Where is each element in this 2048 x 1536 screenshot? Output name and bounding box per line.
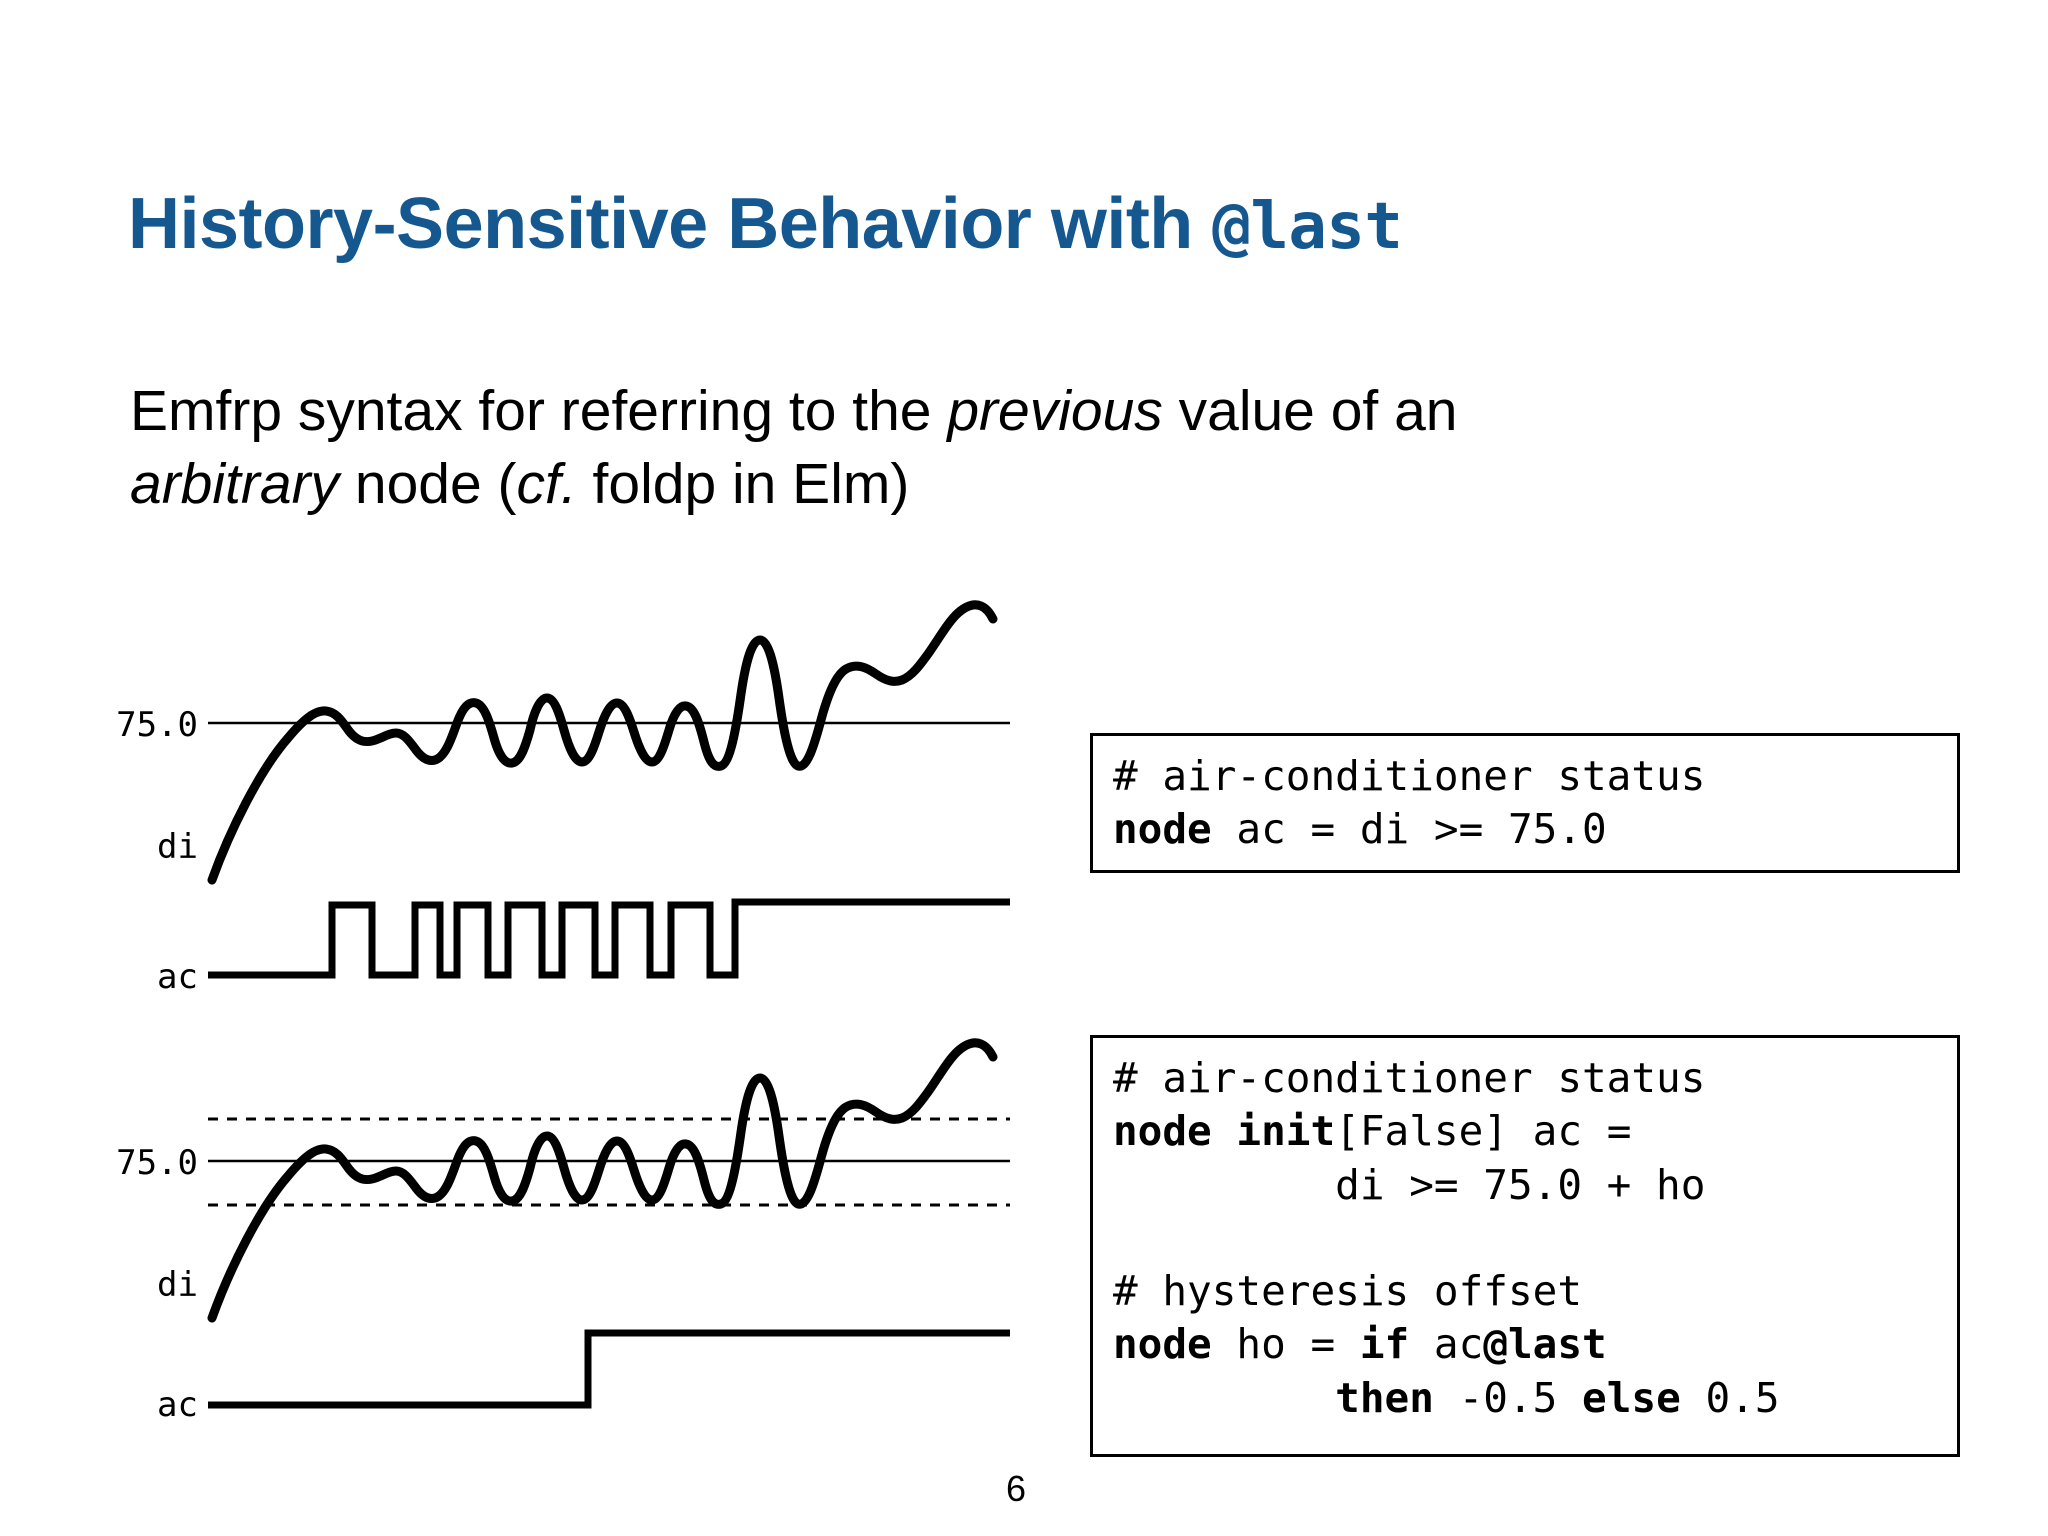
code-line: # air-conditioner status [1113, 750, 1939, 803]
body-line2-emphasis-2: cf. [516, 451, 577, 516]
body-line2-part-a: node ( [339, 451, 517, 516]
code-text [1113, 1374, 1335, 1422]
chart2-threshold-label: 75.0 [116, 1143, 198, 1183]
code-keyword: @last [1483, 1320, 1607, 1369]
code-text: # hysteresis offset [1113, 1267, 1582, 1316]
chart1-ac-waveform [208, 898, 1010, 979]
chart2-di-label: di [157, 1265, 198, 1305]
chart2-ac-label: ac [157, 1385, 198, 1425]
code-text: # air-conditioner status [1113, 1054, 1706, 1102]
chart1-di-label: di [157, 827, 198, 867]
code-text: ho = [1211, 1320, 1360, 1369]
code-text: # air-conditioner status [1113, 752, 1706, 800]
body-paragraph: Emfrp syntax for referring to the previo… [130, 375, 1930, 521]
code-text: 0.5 [1680, 1373, 1780, 1422]
code-keyword: if [1359, 1320, 1410, 1369]
chart1-threshold-label: 75.0 [116, 705, 198, 745]
code-keyword: else [1582, 1373, 1681, 1422]
chart2-ac-waveform [208, 1329, 1010, 1409]
code-text: -0.5 [1433, 1373, 1583, 1422]
code-line: # air-conditioner status [1113, 1052, 1939, 1105]
code-text: [False] ac = [1335, 1107, 1632, 1156]
code-line: node ac = di >= 75.0 [1113, 803, 1939, 856]
code-line: then -0.5 else 0.5 [1113, 1372, 1939, 1425]
code-keyword: node [1113, 1320, 1212, 1369]
chart1-ac-label: ac [157, 957, 198, 997]
code-text: ac [1409, 1320, 1484, 1369]
code-line: di >= 75.0 + ho [1113, 1159, 1939, 1212]
code-keyword: then [1335, 1373, 1434, 1422]
chart1-di-curve [207, 600, 998, 885]
code-line [1113, 1212, 1939, 1265]
chart-with-hysteresis: 75.0 di ac [116, 1038, 1010, 1425]
code-keyword: node init [1113, 1107, 1336, 1156]
body-line2-part-b: foldp in Elm) [576, 451, 910, 516]
code-line: node ho = if ac@last [1113, 1318, 1939, 1371]
page-number: 6 [1005, 1468, 1027, 1509]
body-line1-part-a: Emfrp syntax for referring to the [130, 379, 948, 443]
chart2-di-curve [207, 1038, 998, 1323]
page-number-container: 6 [0, 1468, 2048, 1510]
page-title-code-token: @last [1212, 190, 1403, 265]
timing-diagram-figure: 75.0 di ac 75.0 [110, 570, 1070, 1470]
page-title-text: History-Sensitive Behavior with [128, 184, 1213, 265]
code-text: di >= 75.0 + ho [1113, 1160, 1706, 1209]
timing-diagram-svg: 75.0 di ac 75.0 [116, 600, 1010, 1425]
body-line2-emphasis: arbitrary [130, 451, 340, 516]
code-keyword: node [1113, 805, 1212, 854]
chart-without-hysteresis: 75.0 di ac [116, 600, 1010, 997]
body-line1-emphasis: previous [947, 379, 1163, 443]
code-line: # hysteresis offset [1113, 1265, 1939, 1318]
code-text: ac = di >= 75.0 [1211, 805, 1607, 854]
body-line1-part-b: value of an [1162, 379, 1458, 443]
page-title: History-Sensitive Behavior with @last [128, 188, 1403, 260]
code-line: node init[False] ac = [1113, 1105, 1939, 1158]
